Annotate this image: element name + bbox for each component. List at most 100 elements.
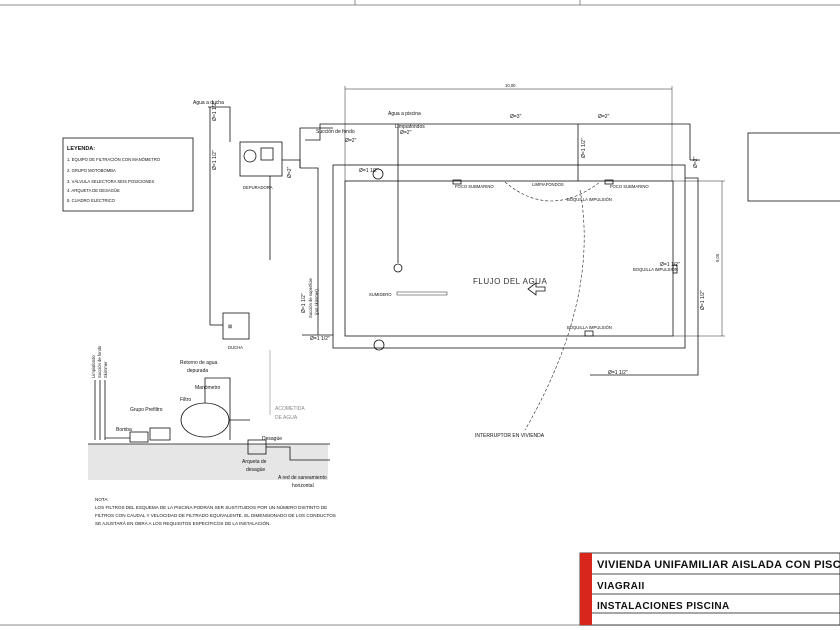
- ducha-symbol: ⊠: [228, 324, 232, 330]
- electrical-line: [504, 181, 601, 202]
- note-line: LOS FILTROS DEL ESQUEMA DE LA PISCINA PO…: [95, 504, 327, 510]
- pipe-desague: [266, 446, 330, 461]
- note-block: NOTA: LOS FILTROS DEL ESQUEMA DE LA PISC…: [95, 497, 336, 526]
- electrical-line-interruptor: [524, 189, 585, 431]
- label-diameter: Ø=1 1/2": [359, 168, 379, 174]
- label-por-skimmer: (por skimmer): [314, 289, 319, 315]
- label-diameter: Ø=3": [510, 114, 522, 120]
- label-boquilla: BOQUILLA IMPULSIÓN: [567, 325, 612, 330]
- label-boquilla: BOQUILLA IMPULSIÓN: [633, 267, 678, 272]
- label-interruptor: INTERRUPTOR EN VIVIENDA: [475, 433, 545, 439]
- pipe-suction: [299, 127, 333, 168]
- pipe-retorno: [204, 377, 231, 440]
- note-title: NOTA:: [95, 497, 109, 502]
- label-diameter: Ø=1 1/2": [301, 293, 307, 313]
- equipment-room: DEPURADORA Agua a ducha ⊠ DUCHA Ø=1 1/2"…: [193, 100, 305, 421]
- label-limpiafondos-pool: LIMPIAFONDOS: [532, 182, 564, 187]
- label-manometro: Manómetro: [195, 385, 221, 391]
- label-diameter: Ø=1 1/2": [700, 290, 706, 310]
- pipe-skimmer: [300, 167, 319, 335]
- legend-item: 1. EQUIPO DE FILTRACIÓN CON MANÓMETRO: [67, 157, 161, 162]
- pipe-return-right: [590, 177, 699, 376]
- label-bomba: Bomba: [116, 427, 132, 433]
- pump-body: [149, 427, 171, 441]
- pool-outer: [332, 164, 686, 349]
- label-acometida: ACOMETIDA: [275, 406, 305, 412]
- label-diameter: Ø=1 1/2": [608, 370, 628, 376]
- label-skimmer: Skimmer: [103, 361, 108, 378]
- label-red: A red de saneamiento: [278, 475, 327, 481]
- label-diameter: Ø=1 1/2": [310, 336, 330, 342]
- label-depuradora: DEPURADORA: [243, 185, 273, 190]
- sheet-title: INSTALACIONES PISCINA: [597, 601, 730, 612]
- dimension-top-label: 10,00: [505, 83, 516, 88]
- legend-item: 5. CUADRO ELÉCTRICO: [67, 198, 116, 203]
- legend-item: 4. ARQUETA DE DESAGÜE: [67, 188, 120, 193]
- pipe-return-top: [305, 123, 691, 160]
- note-line: FILTROS CON CAUDAL Y VELOCIDAD DE FILTRA…: [95, 513, 336, 518]
- legend: LEYENDA: 1. EQUIPO DE FILTRACIÓN CON MAN…: [62, 137, 194, 212]
- side-rectangle: [747, 132, 840, 202]
- foco-symbol: [604, 179, 614, 185]
- pool-plan: 10,00 5,00 Agua a piscina Limpiafondos S…: [299, 83, 725, 439]
- sumidero-symbol: [393, 263, 403, 273]
- label-foco: FOCO SUBMARINO: [455, 184, 494, 189]
- label-agua-ducha: Agua a ducha: [193, 100, 224, 106]
- project-code: VIAGRAII: [597, 581, 645, 592]
- label-limpiafondo: Limpiafondo: [91, 355, 96, 378]
- label-diameter: Ø=1 1/2": [660, 262, 680, 268]
- label-succion: Succión de fondo: [97, 345, 102, 378]
- label-diameter: Ø=1 1/2": [212, 150, 218, 170]
- label-diameter: Ø=2": [693, 156, 699, 168]
- sumidero-grate: [396, 291, 448, 296]
- label-de-agua: DE AGUA: [275, 415, 298, 421]
- skimmer-bottom-symbol: [373, 339, 385, 351]
- label-grupo: Grupo Prefiltro: [130, 407, 163, 413]
- pump-symbol: [260, 147, 274, 161]
- label-desague-2: desagüe: [246, 467, 265, 473]
- label-desague: Desagüe: [262, 436, 282, 442]
- filter-symbol: [243, 149, 257, 163]
- label-arqueta: Arqueta de: [242, 459, 267, 465]
- legend-item: 3. VÁLVULA SELECTORA SEIS POSICIONES: [67, 179, 154, 184]
- label-diameter: Ø=2": [345, 138, 357, 144]
- label-horizontal: horizontal: [292, 483, 314, 489]
- title-block-accent: [580, 553, 592, 625]
- boquilla-symbol: [672, 264, 678, 274]
- legend-title: LEYENDA:: [67, 146, 95, 152]
- label-succion-fondo: Succión de fondo: [316, 129, 355, 135]
- dimension-right-label: 5,00: [715, 253, 720, 262]
- pipe-connector: [282, 159, 301, 168]
- legend-box: [62, 137, 194, 212]
- label-diameter: Ø=2": [287, 166, 293, 178]
- label-succion-superficie: Succión de superficie: [308, 278, 313, 318]
- depuradora-box: [239, 141, 283, 177]
- motor-body: [129, 431, 149, 443]
- pipe-ducha-top: [208, 106, 231, 142]
- label-limpiafondos: Limpiafondos: [395, 124, 425, 130]
- pool-inner: [344, 180, 674, 337]
- label-boquilla: BOQUILLA IMPULSIÓN: [567, 197, 612, 202]
- label-sumidero: SUMIDERO: [369, 292, 392, 297]
- skimmer-top-symbol: [372, 168, 384, 180]
- label-diameter: Ø=2": [598, 114, 610, 120]
- note-line: SE AJUSTARÁ EN OBRA A LOS REQUISITOS ESP…: [95, 520, 271, 526]
- title-block: VIVIENDA UNIFAMILIAR AISLADA CON PISCINA…: [579, 552, 840, 626]
- label-diameter: Ø=1 1/2": [212, 101, 218, 121]
- label-filtro: Filtro: [180, 397, 191, 403]
- boquilla-symbol: [584, 330, 594, 337]
- filter-tank: [180, 402, 230, 438]
- label-agua-piscina: Agua a piscina: [388, 111, 421, 117]
- label-diameter: Ø=1 1/2": [581, 138, 587, 158]
- flow-arrow-icon: [527, 282, 546, 296]
- ground-hatch: [88, 444, 328, 480]
- section-detail: Limpiafondo Succión de fondo Skimmer Ret…: [88, 345, 330, 489]
- foco-symbol: [452, 179, 462, 185]
- legend-item: 2. GRUPO MOTOBOMBA: [67, 168, 116, 173]
- label-diameter: Ø=2": [400, 130, 412, 136]
- label-depurada: depurada: [187, 368, 208, 374]
- ducha-box: [222, 312, 250, 340]
- label-foco: FOCO SUBMARINO: [610, 184, 649, 189]
- project-title: VIVIENDA UNIFAMILIAR AISLADA CON PISCINA: [597, 559, 840, 571]
